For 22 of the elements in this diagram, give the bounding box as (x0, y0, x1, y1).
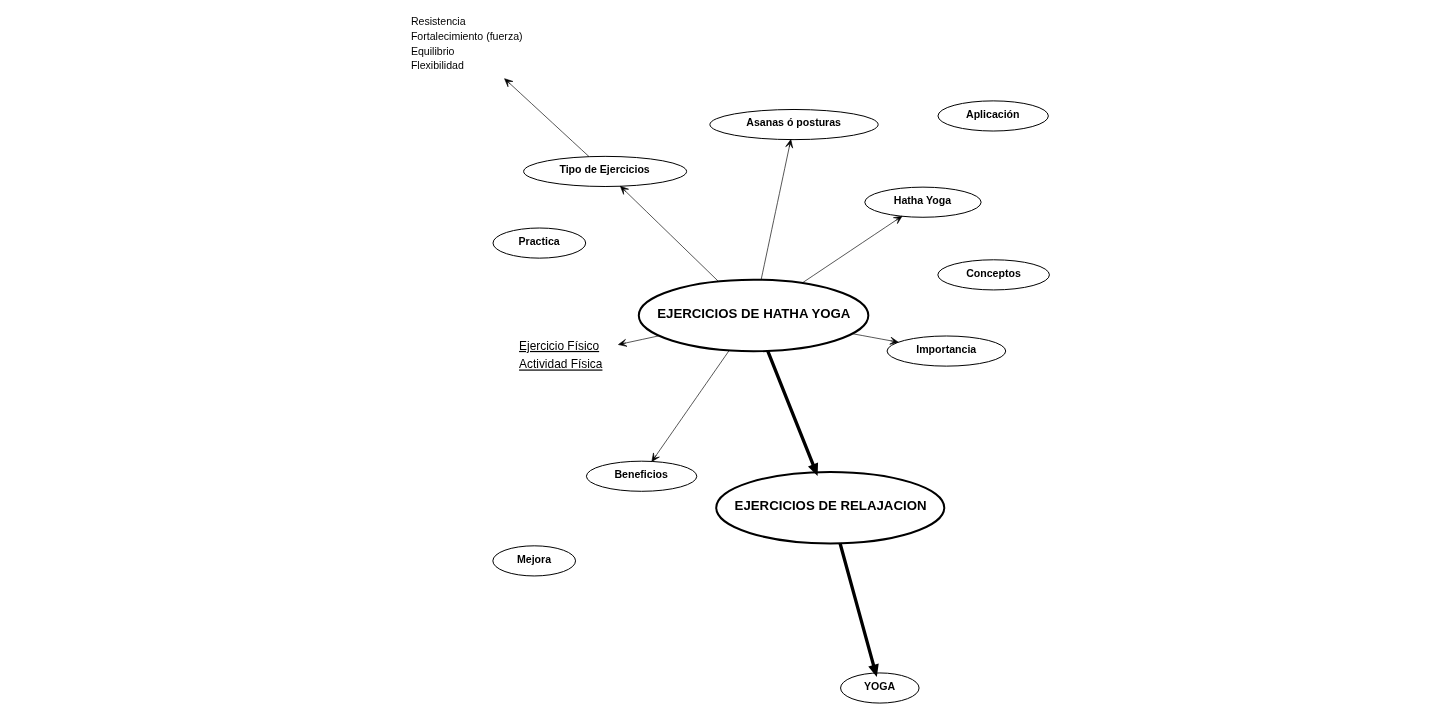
node-ellipse: Conceptos (936, 259, 1050, 291)
node-text: Resistencia Fortalecimiento (fuerza) Equilibrio Flexibilidad (410, 15, 523, 72)
node-ellipse: YOGA (839, 672, 920, 704)
arrow (617, 335, 659, 347)
node-ellipse: Practica (492, 227, 586, 259)
arrow (837, 542, 879, 677)
arrow (760, 139, 793, 281)
node-ellipse: Mejora (491, 545, 576, 577)
node-ellipse: Tipo de Ejercicios (522, 155, 687, 187)
arrow (503, 78, 589, 157)
arrow (801, 215, 902, 284)
node-ellipse: Asanas ó posturas (708, 109, 879, 141)
node-ellipse: Hatha Yoga (863, 186, 982, 218)
node-ellipse: Beneficios (585, 460, 697, 492)
arrow (619, 185, 719, 282)
node-text: Ejercicio Físico Actividad Física (518, 338, 602, 372)
arrow (851, 333, 899, 345)
node-ellipse: EJERCICIOS DE HATHA YOGA (637, 278, 869, 353)
node-ellipse: Aplicación (936, 100, 1049, 132)
arrow (651, 350, 729, 462)
arrow (765, 350, 818, 476)
node-ellipse: EJERCICIOS DE RELAJACION (714, 470, 945, 545)
